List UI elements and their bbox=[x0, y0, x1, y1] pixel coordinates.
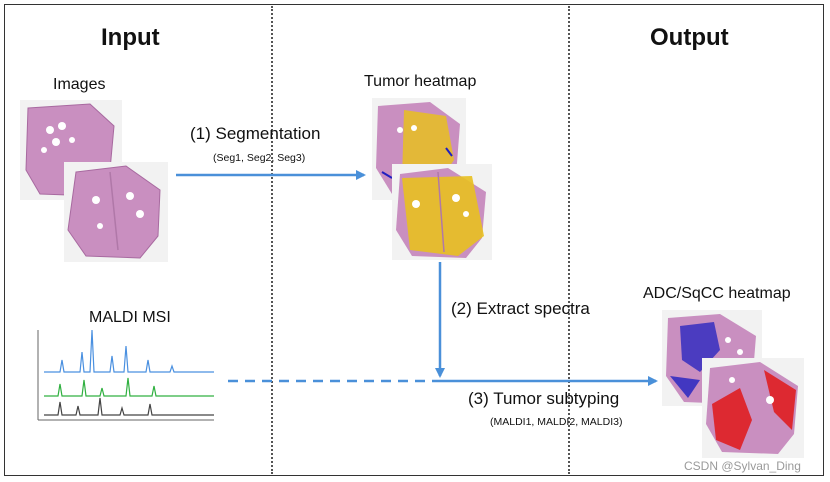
segmentation-models-label: (Seg1, Seg2, Seg3) bbox=[213, 152, 306, 164]
subtyping-step-label: (3) Tumor subtyping bbox=[468, 389, 620, 408]
diagram-frame bbox=[4, 4, 824, 476]
watermark: CSDN @Sylvan_Ding bbox=[684, 459, 801, 473]
input-image-front bbox=[64, 162, 168, 262]
maldi-spectra bbox=[37, 329, 214, 421]
tumor-heatmap-front bbox=[392, 164, 492, 260]
tumor-heatmap-label: Tumor heatmap bbox=[364, 73, 477, 90]
left-divider bbox=[271, 6, 273, 474]
extract-step-label: (2) Extract spectra bbox=[451, 299, 590, 318]
segmentation-step-label: (1) Segmentation bbox=[190, 124, 321, 143]
subtyping-models-label: (MALDI1, MALDI2, MALDI3) bbox=[490, 416, 623, 428]
subtype-heatmap-front bbox=[702, 358, 804, 458]
right-divider bbox=[568, 6, 570, 474]
images-label: Images bbox=[53, 76, 106, 93]
subtype-heatmap-label: ADC/SqCC heatmap bbox=[643, 285, 791, 302]
input-title: Input bbox=[101, 24, 160, 51]
maldi-msi-label: MALDI MSI bbox=[89, 309, 171, 326]
output-title: Output bbox=[650, 24, 729, 51]
